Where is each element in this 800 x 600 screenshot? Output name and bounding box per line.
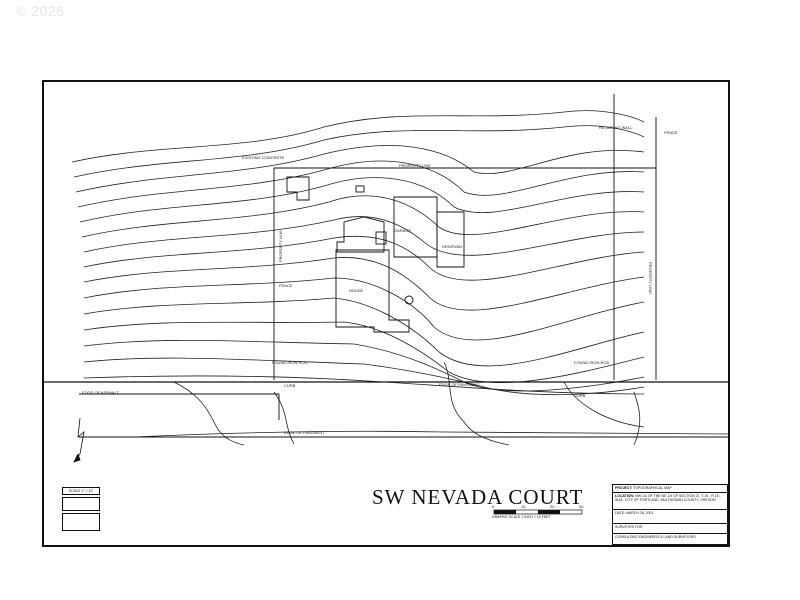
svg-text:PROPERTY LINE: PROPERTY LINE <box>399 163 431 168</box>
firm-name: CONSULTING ENGINEERS & LAND SURVEYORS <box>615 535 696 539</box>
svg-text:EXISTING CONCRETE: EXISTING CONCRETE <box>242 155 285 160</box>
svg-text:HOUSE: HOUSE <box>349 288 364 293</box>
svg-text:FOUND IRON ROD: FOUND IRON ROD <box>574 360 609 365</box>
topographic-map: PROPERTY LINE EXISTING CONCRETE RETAININ… <box>44 94 728 515</box>
graphic-scale-label: GRAPHIC SCALE 1 INCH = 10 FEET <box>492 515 551 519</box>
scale-tick-label: 20 <box>550 504 555 509</box>
svg-text:EDGE OF ASPHALT: EDGE OF ASPHALT <box>82 390 119 395</box>
scale-tick-label: 0 <box>492 504 495 509</box>
survey-sheet: PROPERTY LINE EXISTING CONCRETE RETAININ… <box>42 80 730 547</box>
scale-note: SCALE 1" = 10' <box>62 487 100 495</box>
surveyor-stamp <box>62 497 100 511</box>
location-text: NW 1/4 OF THE NE 1/4 OF SECTION 21, T.1S… <box>615 494 722 502</box>
location-label: LOCATION: <box>615 494 635 498</box>
property-boundary <box>44 94 728 438</box>
north-arrow <box>73 417 85 463</box>
scale-tick-label: 10 <box>521 504 526 509</box>
copyright-watermark: © 2026 <box>16 3 65 19</box>
svg-text:FOUND IRON ROD: FOUND IRON ROD <box>272 360 307 365</box>
date-text: DATE: MARCH 28, 2001 <box>615 511 654 515</box>
svg-text:EDGE OF PAVEMENT: EDGE OF PAVEMENT <box>439 382 480 387</box>
svg-text:EDGE OF PAVEMENT: EDGE OF PAVEMENT <box>284 430 325 435</box>
renewal-stamp <box>62 513 100 531</box>
drawing-for: SURVEYED FOR <box>615 525 643 529</box>
contour-lines <box>71 110 728 446</box>
svg-text:FENCE: FENCE <box>279 283 293 288</box>
project-name: TOPOGRAPHICAL MAP <box>633 486 672 490</box>
svg-text:PROPERTY LINE: PROPERTY LINE <box>278 230 283 262</box>
svg-text:CURB: CURB <box>574 393 586 398</box>
svg-text:RETAINING WALL: RETAINING WALL <box>599 125 633 130</box>
graphic-scale-bar <box>493 509 583 515</box>
svg-text:DRIVEWAY: DRIVEWAY <box>442 244 463 249</box>
house-footprint <box>286 176 465 333</box>
svg-text:PROPERTY LINE: PROPERTY LINE <box>648 262 653 294</box>
project-label: PROJECT: <box>615 486 633 490</box>
title-block: PROJECT: TOPOGRAPHICAL MAP LOCATION: NW … <box>612 484 728 545</box>
legend-box: SCALE 1" = 10' <box>62 487 100 539</box>
survey-annotations: PROPERTY LINE EXISTING CONCRETE RETAININ… <box>82 125 678 435</box>
svg-text:GARAGE: GARAGE <box>394 228 411 233</box>
svg-text:CURB: CURB <box>284 383 296 388</box>
scale-tick-label: 30 <box>579 504 584 509</box>
street-name-label: SW NEVADA COURT <box>372 485 584 509</box>
svg-text:FENCE: FENCE <box>664 130 678 135</box>
